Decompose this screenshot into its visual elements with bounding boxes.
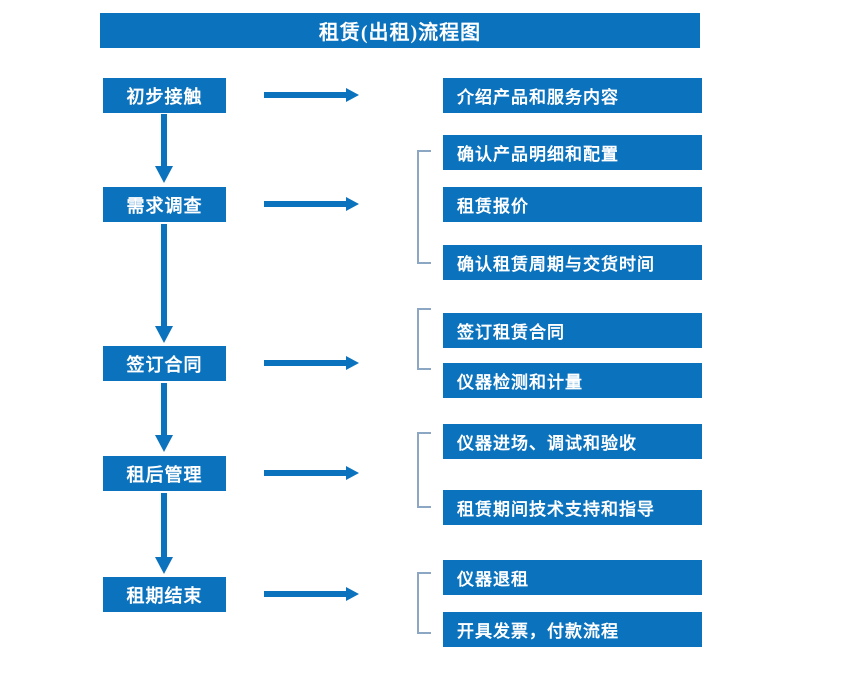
detail-box-7[interactable]: 仪器进场、调试和验收 <box>443 424 702 459</box>
detail-box-1[interactable]: 介绍产品和服务内容 <box>443 78 702 113</box>
stage-box-2[interactable]: 需求调查 <box>103 187 226 222</box>
flow-arrow-right-2 <box>264 197 360 211</box>
stage-box-4[interactable]: 租后管理 <box>103 456 226 491</box>
detail-box-8[interactable]: 租赁期间技术支持和指导 <box>443 490 702 525</box>
flow-arrow-down-4 <box>153 493 175 575</box>
detail-box-10[interactable]: 开具发票，付款流程 <box>443 612 702 647</box>
detail-box-3[interactable]: 租赁报价 <box>443 187 702 222</box>
group-bracket-1 <box>417 150 431 264</box>
detail-box-2[interactable]: 确认产品明细和配置 <box>443 135 702 170</box>
detail-box-4[interactable]: 确认租赁周期与交货时间 <box>443 245 702 280</box>
flow-arrow-right-3 <box>264 356 360 370</box>
detail-box-6[interactable]: 仪器检测和计量 <box>443 363 702 398</box>
stage-box-5[interactable]: 租期结束 <box>103 577 226 612</box>
flow-arrow-right-4 <box>264 466 360 480</box>
flow-arrow-right-5 <box>264 587 360 601</box>
stage-box-3[interactable]: 签订合同 <box>103 346 226 381</box>
flow-arrow-down-1 <box>153 114 175 184</box>
group-bracket-2 <box>417 308 431 370</box>
page-title: 租赁(出租)流程图 <box>100 13 700 48</box>
detail-box-9[interactable]: 仪器退租 <box>443 560 702 595</box>
flow-arrow-down-3 <box>153 383 175 453</box>
detail-box-5[interactable]: 签订租赁合同 <box>443 313 702 348</box>
flow-arrow-right-1 <box>264 88 360 102</box>
group-bracket-4 <box>417 572 431 634</box>
group-bracket-3 <box>417 432 431 508</box>
flow-arrow-down-2 <box>153 224 175 344</box>
stage-box-1[interactable]: 初步接触 <box>103 78 226 113</box>
